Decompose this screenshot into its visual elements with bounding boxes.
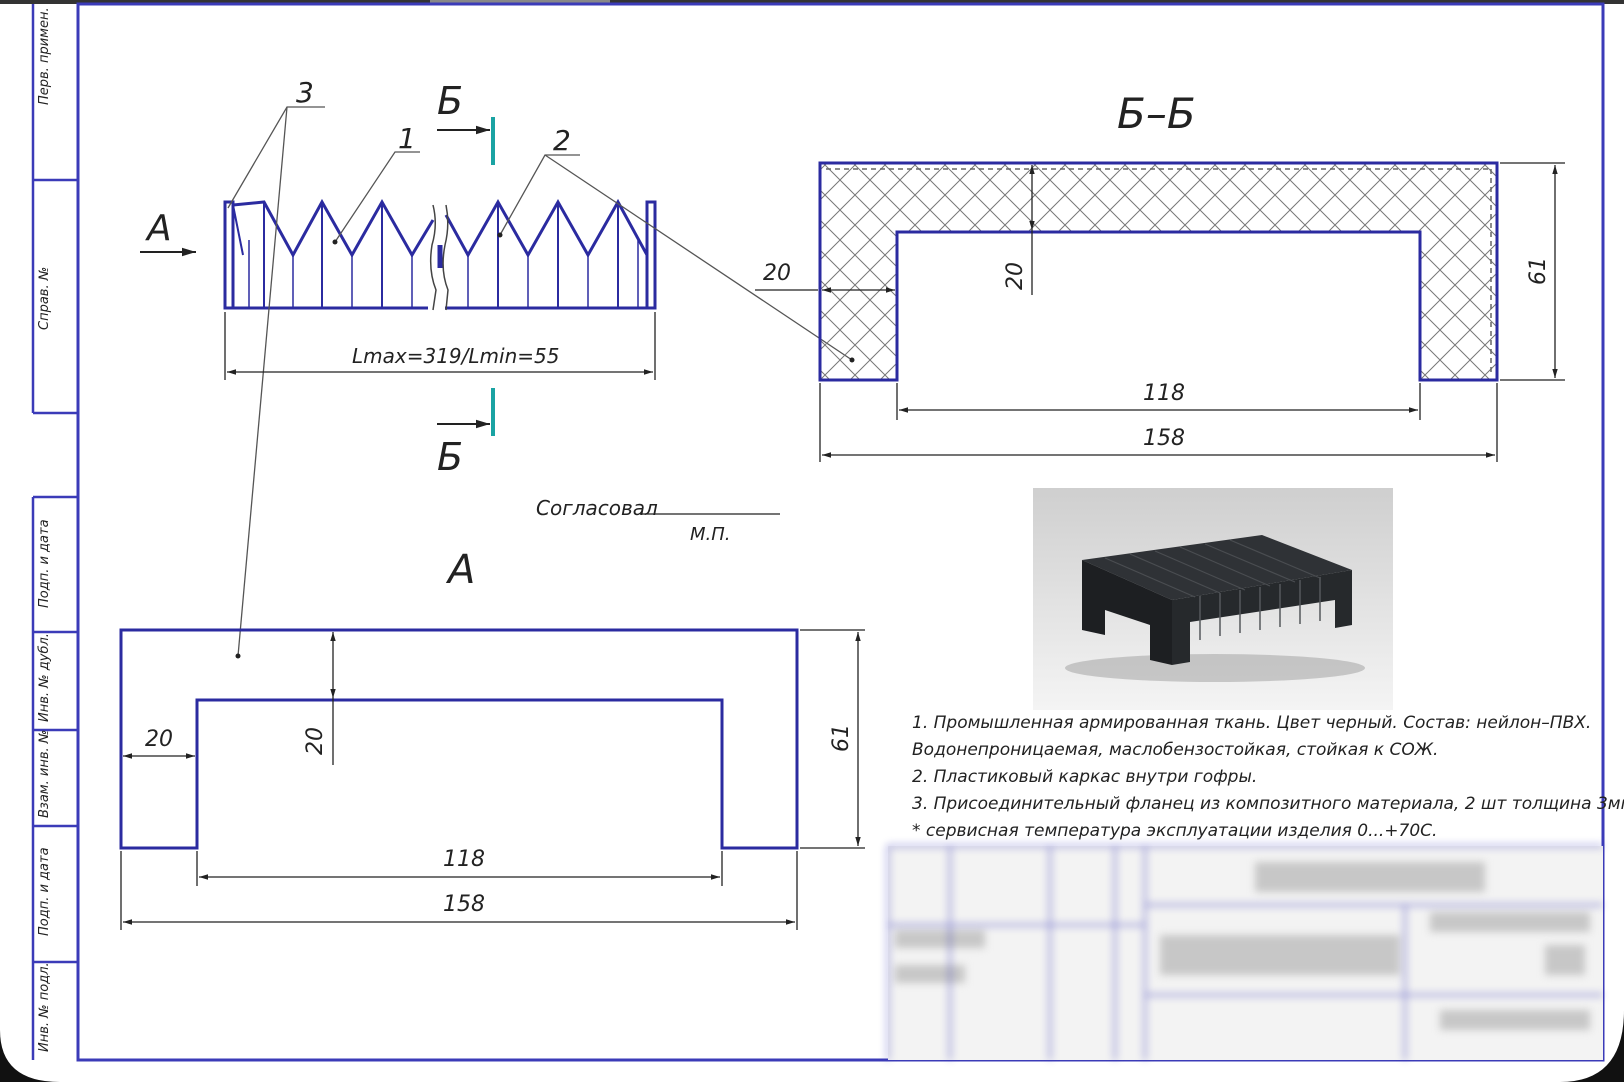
- callout-2: 2: [553, 124, 571, 157]
- view-arrow-a: А: [140, 208, 196, 257]
- view-a-dim-inner-width: 118: [443, 847, 485, 872]
- view-a-dim-outer-width: 158: [443, 892, 485, 917]
- callout-3: 3: [296, 76, 314, 109]
- view-a-title: А: [445, 547, 475, 593]
- drawing-frame: [76, 2, 1605, 1062]
- section-title: Б–Б: [1117, 89, 1196, 138]
- callout-1: 1: [398, 122, 416, 155]
- section-dimensions: [755, 162, 1565, 462]
- product-photo: [1033, 488, 1393, 710]
- section-label-bottom: Б: [437, 435, 463, 479]
- callout-leaders: [227, 106, 853, 657]
- note-line-1: 1. Промышленная армированная ткань. Цвет…: [912, 713, 1591, 733]
- side-field-podp-data-2: Подп. и дата: [37, 847, 52, 936]
- title-block: [886, 844, 1603, 1060]
- side-stamp: [31, 4, 78, 1060]
- section-dim-inner-width: 118: [1143, 381, 1185, 406]
- view-label-a: А: [145, 208, 172, 249]
- approval-block: Согласовал М.П.: [536, 496, 780, 545]
- side-field-vzam-inv: Взам. инв. №: [37, 730, 52, 818]
- note-line-4: 3. Присоединительный фланец из композитн…: [912, 794, 1624, 814]
- section-dim-wall-top: 20: [1003, 262, 1028, 290]
- side-field-podp-data-1: Подп. и дата: [37, 519, 52, 608]
- view-a-dim-wall-top: 20: [303, 727, 328, 755]
- length-dimension: [224, 312, 656, 380]
- section-dim-outer-width: 158: [1143, 426, 1185, 451]
- break-line: [429, 204, 437, 311]
- side-field-sprav-no: Справ. №: [37, 267, 52, 330]
- section-marker-bottom: Б: [437, 388, 495, 479]
- section-dim-height: 61: [1526, 257, 1551, 285]
- view-a-dim-wall-left: 20: [145, 727, 173, 752]
- note-line-2: Водонепроницаемая, маслобензостойкая, ст…: [912, 740, 1438, 760]
- section-marker-top: Б: [437, 79, 495, 165]
- side-field-inv-podl: Инв. № подл.: [37, 962, 52, 1052]
- side-field-inv-dubl: Инв. № дубл.: [37, 633, 52, 722]
- section-dim-wall-left: 20: [763, 261, 791, 286]
- approval-label: Согласовал: [536, 496, 658, 520]
- note-line-3: 2. Пластиковый каркас внутри гофры.: [912, 767, 1257, 787]
- side-field-perv-primen: Перв. примен.: [37, 7, 52, 105]
- bellows-side-view: [223, 198, 657, 310]
- note-line-5: * сервисная температура эксплуатации изд…: [912, 821, 1437, 841]
- approval-stamp-place: М.П.: [690, 524, 731, 545]
- view-a-dimensions: [120, 629, 865, 930]
- section-bb-view: [818, 161, 1499, 382]
- section-label-top: Б: [437, 79, 463, 123]
- view-a-dim-height: 61: [829, 724, 854, 752]
- technical-notes: 1. Промышленная армированная ткань. Цвет…: [912, 713, 1624, 841]
- length-dimension-text: Lmax=319/Lmin=55: [352, 344, 559, 368]
- view-a-outline: [119, 628, 799, 850]
